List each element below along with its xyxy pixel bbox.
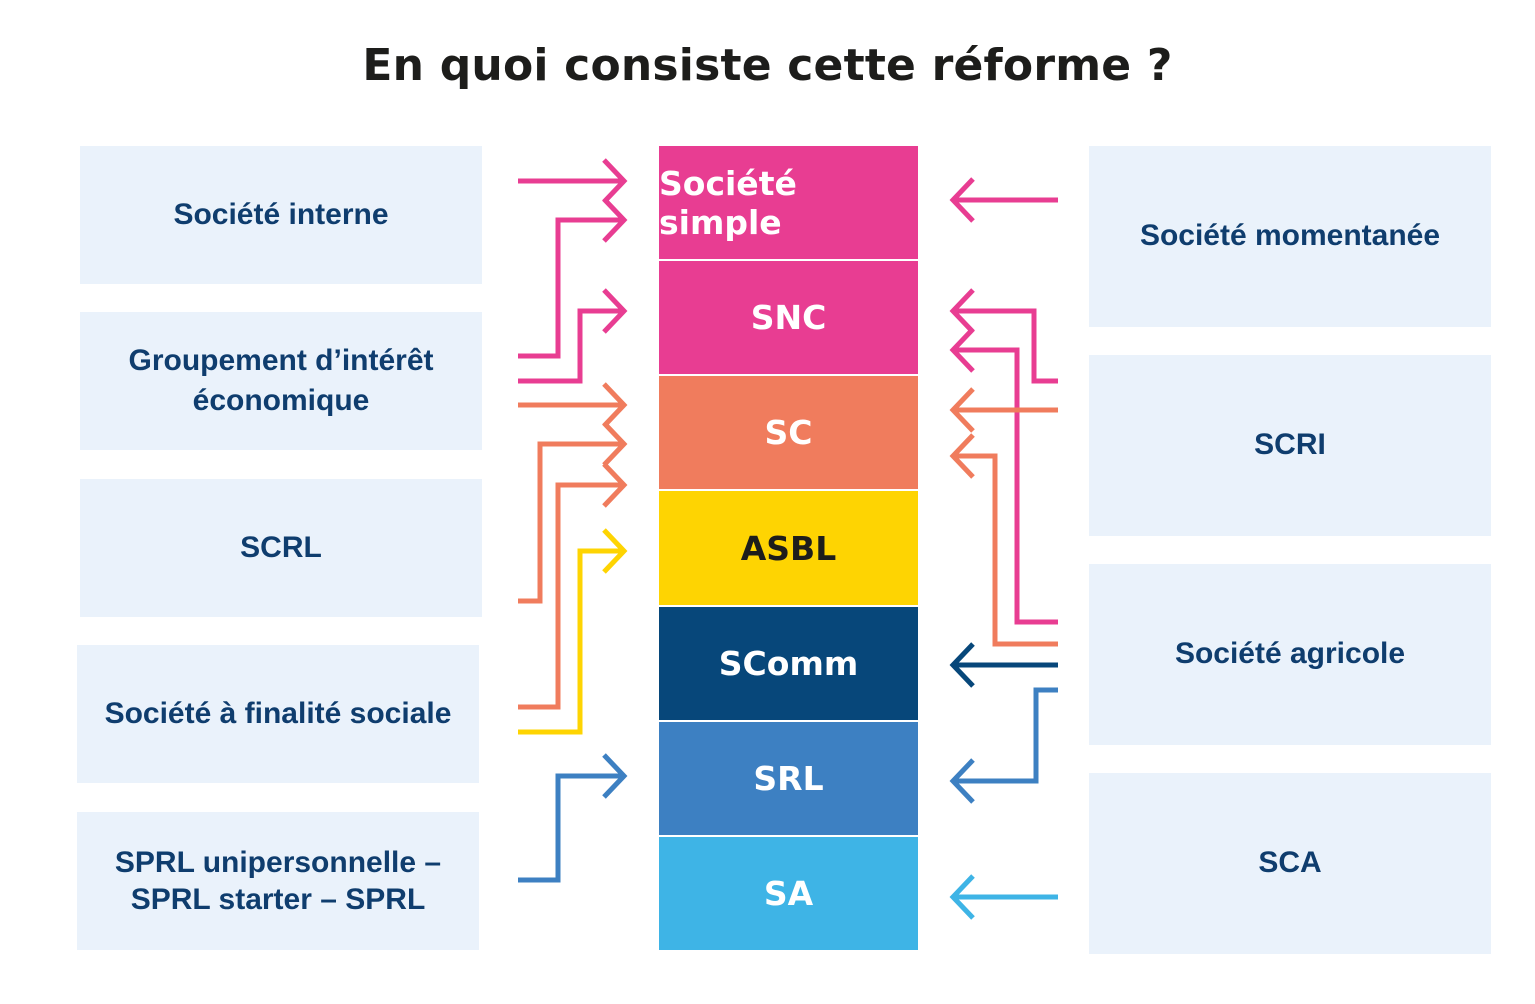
arrow-agricole-to-scomm [949, 642, 1058, 688]
old-form-societe-agricole: Société agricole [1089, 564, 1491, 745]
arrow-societe-interne-to-societe-simple [518, 158, 628, 204]
new-form-label: SRL [753, 759, 824, 798]
old-form-label: Groupement d’intérêt économique [128, 343, 434, 418]
new-form-sa: SA [659, 837, 918, 950]
new-form-snc: SNC [659, 261, 918, 374]
arrow-scri-to-snc [949, 288, 1058, 384]
arrow-agricole-to-srl [949, 687, 1058, 804]
arrow-finalite-sociale-to-sc [518, 462, 628, 710]
new-form-scomm: SComm [659, 607, 918, 720]
old-form-label: SPRL unipersonnelle – SPRL starter – SPR… [114, 845, 442, 917]
new-form-label: ASBL [740, 528, 837, 568]
arrow-momentanee-to-societe-simple [949, 177, 1058, 223]
new-form-societe-simple: Société simple [659, 146, 918, 259]
old-form-label: Société interne [173, 197, 389, 231]
arrow-gie-to-societe-simple [518, 197, 628, 359]
old-form-sprl: SPRL unipersonnelle – SPRL starter – SPR… [77, 812, 479, 950]
arrow-agricole-to-sc [949, 433, 1058, 647]
old-form-societe-momentanee: Société momentanée [1089, 146, 1491, 327]
arrow-scrl-to-sc-2 [518, 421, 628, 604]
old-form-label: Société momentanée [1139, 219, 1441, 253]
new-form-label: Société simple [659, 163, 797, 242]
old-form-societe-interne: Société interne [80, 146, 482, 284]
arrow-gie-to-snc [518, 288, 628, 384]
old-form-label: SCRL [240, 530, 322, 564]
new-form-label: SNC [750, 298, 827, 337]
old-form-gie: Groupement d’intérêt économique [80, 312, 482, 450]
arrow-agricole-to-snc [949, 327, 1058, 625]
old-form-scrl: SCRL [80, 479, 482, 617]
new-form-label: SC [764, 413, 813, 452]
new-form-sc: SC [659, 376, 918, 489]
old-form-label: SCRI [1254, 428, 1326, 462]
new-form-srl: SRL [659, 722, 918, 835]
arrow-scrl-to-sc [518, 382, 628, 428]
arrow-sprl-to-srl [518, 753, 628, 883]
old-form-label: SCA [1258, 846, 1322, 880]
arrow-finalite-sociale-to-asbl [518, 528, 628, 735]
new-form-label: SA [763, 874, 814, 913]
arrow-scri-to-sc [949, 387, 1058, 433]
old-form-scri: SCRI [1089, 355, 1491, 536]
old-form-societe-finalite-sociale: Société à finalité sociale [77, 645, 479, 783]
page-title: En quoi consiste cette réforme ? [362, 40, 1173, 91]
old-form-sca: SCA [1089, 773, 1491, 954]
new-form-label: SComm [718, 644, 859, 683]
old-form-label: Société à finalité sociale [104, 696, 452, 730]
new-form-asbl: ASBL [659, 491, 918, 605]
old-form-label: Société agricole [1174, 637, 1406, 671]
arrow-sca-to-sa [949, 874, 1058, 920]
